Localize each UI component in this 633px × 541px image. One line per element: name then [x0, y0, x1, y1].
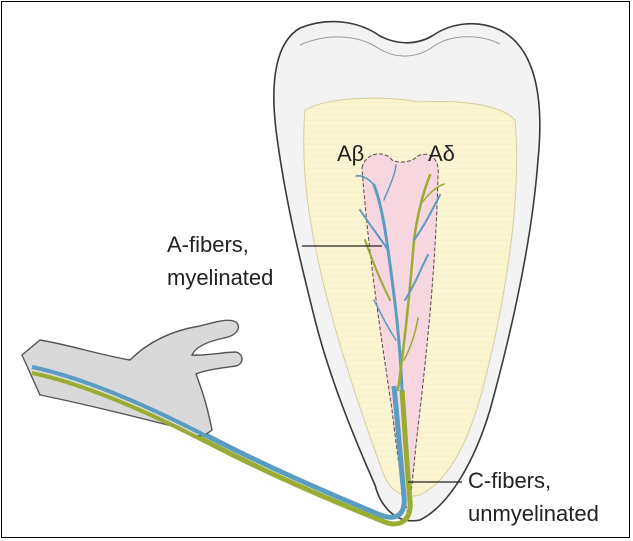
a-beta-label: Aβ — [337, 141, 364, 167]
c-fibers-label-line1: C-fibers, — [468, 467, 551, 494]
a-fibers-label-line2: myelinated — [167, 264, 273, 291]
c-fibers-label-line2: unmyelinated — [468, 500, 599, 527]
a-fibers-label-line1: A-fibers, — [167, 231, 249, 258]
a-delta-label: Aδ — [428, 141, 455, 167]
